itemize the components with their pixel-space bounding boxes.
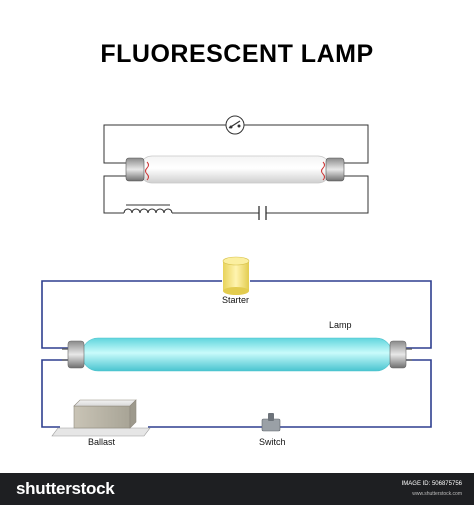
switch-label: Switch bbox=[259, 437, 286, 447]
brand-logo: shutterstock bbox=[16, 479, 115, 498]
starter-switch-symbol bbox=[225, 115, 245, 135]
circuit-wires bbox=[41, 280, 432, 428]
page-title: FLUORESCENT LAMP bbox=[100, 40, 374, 68]
footer-bar: shutterstock IMAGE ID: 506875756 www.shu… bbox=[0, 473, 474, 505]
lamp-label: Lamp bbox=[329, 320, 352, 330]
schematic-wires bbox=[103, 124, 369, 214]
schematic-tube bbox=[125, 155, 345, 184]
image-id: IMAGE ID: 506875756 bbox=[401, 481, 462, 487]
ballast-box bbox=[51, 399, 151, 437]
switch-icon bbox=[261, 413, 281, 432]
lamp-tube bbox=[62, 337, 412, 372]
capacitor-symbol bbox=[258, 206, 267, 220]
starter-label: Starter bbox=[222, 295, 250, 305]
coil-icon bbox=[123, 204, 173, 214]
site-url: www.shutterstock.com bbox=[412, 491, 462, 497]
ballast-label: Ballast bbox=[88, 437, 116, 447]
starter-cylinder bbox=[222, 256, 250, 295]
